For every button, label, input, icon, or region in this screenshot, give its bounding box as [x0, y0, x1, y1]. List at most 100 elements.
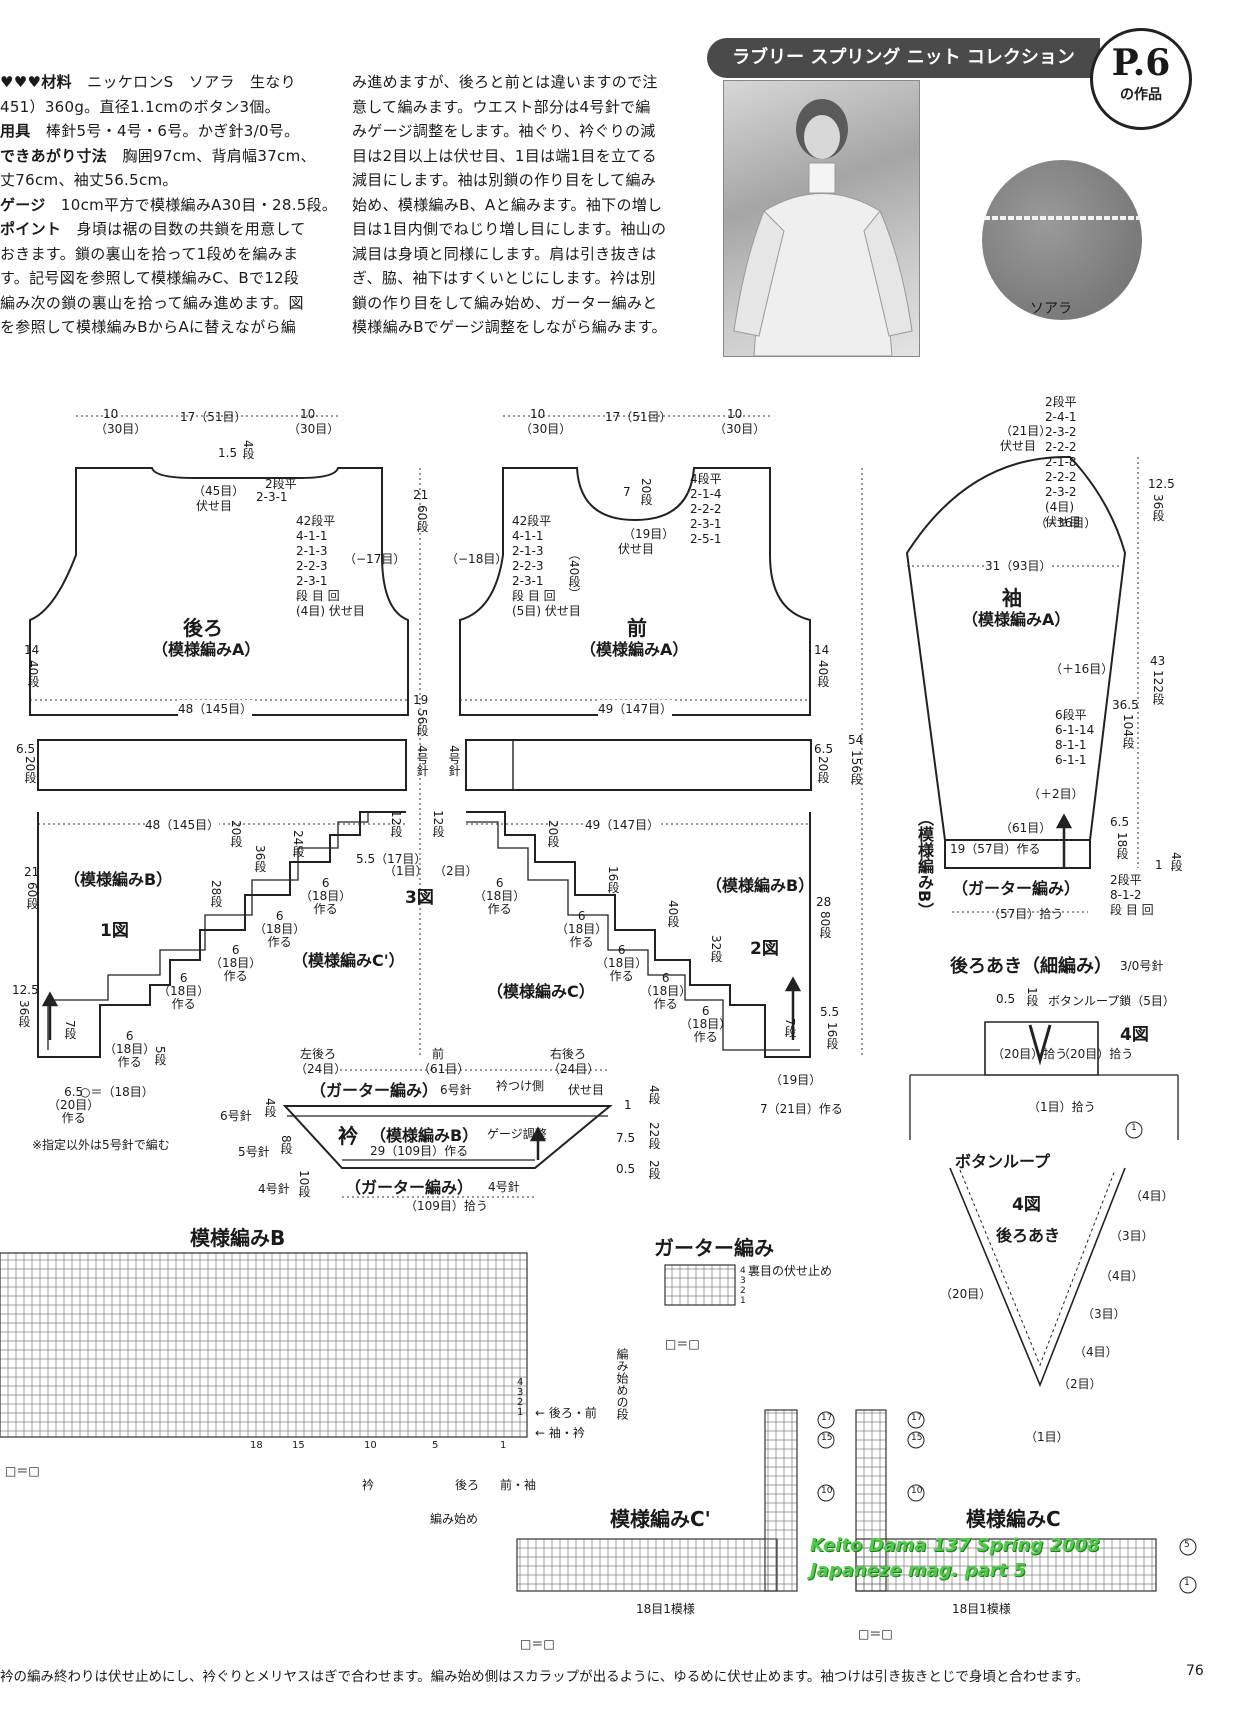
back-top-mid: 17（51目） — [180, 410, 247, 424]
sleeve-cuff-pattern: （ガーター編み） — [952, 879, 1081, 898]
button-loop-left: （20目） — [940, 1287, 992, 1301]
back-opening-title: 後ろあき（細編み） — [950, 956, 1112, 977]
front-hem-outline — [466, 811, 811, 1058]
intro-col1: ♥♥♥材料 ニッケロンS ソアラ 生なり 451）360g。直径1.1cmのボタ… — [0, 73, 338, 336]
fig3-label: 3図 — [405, 888, 434, 908]
front-hem-r7: 7段 — [783, 1018, 797, 1038]
back-opening-fig: 4図 — [1120, 1025, 1149, 1045]
front-top-right: 10 — [727, 407, 743, 421]
back-neck-depth: 1.5 — [218, 446, 238, 460]
front-hem-start: （19目） — [770, 1073, 822, 1087]
hem-note: ※指定以外は5号針で編む — [32, 1138, 170, 1152]
back-opening-top-rows: 1段 — [1025, 987, 1039, 1007]
back-hem-r12: 12段 — [389, 810, 403, 838]
back-step-d: 6（18目）作る — [254, 909, 306, 949]
collar-h75-rows: 22段 — [647, 1122, 661, 1150]
front-hem-r40: 40段 — [666, 900, 680, 928]
pattern-c-marker-10: 10 — [911, 1486, 923, 1496]
front-top-left: 10 — [530, 407, 546, 421]
sleeve-body-h: 36.5 — [1112, 698, 1139, 712]
pattern-c-marker-1: 1 — [1184, 1578, 1190, 1588]
collar-n5: 5号針 — [238, 1145, 270, 1159]
sleeve-cuff-pick: （57目）拾う — [988, 907, 1064, 921]
back-body-outline — [29, 467, 409, 716]
collar-h1-rows: 4段 — [647, 1085, 661, 1105]
pattern-c-legend: □＝□ — [858, 1627, 893, 1641]
front-waist-h: 6.5 — [814, 742, 834, 756]
hem-left-12: 12.5 — [12, 983, 39, 997]
page-ref-badge: P.6 の作品 — [1090, 28, 1192, 130]
pattern-c1-title: 模様編みC' — [610, 1507, 711, 1531]
front-step-d: 6（18目）作る — [640, 971, 692, 1011]
yarn-strand — [984, 216, 1140, 220]
back-hem-r36: 36段 — [253, 845, 267, 873]
pattern-c1-repeat: 18目1模様 — [636, 1602, 695, 1616]
button-loop-count-4: （3目） — [1082, 1307, 1126, 1321]
back-opening-left: （20目）拾う — [992, 1047, 1068, 1061]
model-silhouette — [733, 99, 913, 356]
pattern-c-marker-17: 17 — [911, 1413, 923, 1423]
button-loop-fig: 4図 — [1012, 1195, 1041, 1215]
pattern-b-bottom-collar: 衿 — [362, 1478, 375, 1492]
collar-h05: 0.5 — [616, 1162, 636, 1176]
sleeve-title: 袖 — [1002, 586, 1022, 610]
button-loop-marker: 1 — [1131, 1123, 1137, 1133]
back-top-left: 10 — [103, 407, 119, 421]
sleeve-cuff-make: 19（57目）作る — [950, 842, 1041, 856]
back-side-h: 14 — [24, 643, 40, 657]
front-side-rows: 40段 — [816, 660, 830, 688]
front-neck-bind-label: 伏せ目 — [618, 542, 655, 556]
pattern-b-col-15: 15 — [292, 1440, 305, 1451]
garter-title: ガーター編み — [654, 1236, 774, 1260]
back-opening-top: 0.5 — [996, 992, 1016, 1006]
back-hem-pattern-b: （模様編みB） — [64, 870, 173, 889]
back-neck-bind-label: 伏せ目 — [196, 499, 233, 513]
front-top-mid: 17（51目） — [605, 410, 672, 424]
front-waist-needle: 4号針 — [447, 745, 461, 777]
pattern-b-bottom-back: 後ろ — [455, 1478, 480, 1492]
collar-front: 前 — [432, 1047, 445, 1061]
pattern-b-col-18: 18 — [250, 1440, 263, 1451]
back-step-b: 6（18目）作る — [158, 971, 210, 1011]
front-neck-bind: （19目） — [623, 527, 675, 541]
back-hem-r7: 7段 — [63, 1020, 77, 1040]
yarn-label: ソアラ — [1030, 301, 1072, 317]
back-waist-band — [37, 739, 407, 791]
button-loop-count-6: （2目） — [1058, 1377, 1102, 1391]
front-step-e: 6（18目）作る — [680, 1004, 732, 1044]
front-width: 49（147目） — [598, 700, 673, 717]
front-hem-r32: 32段 — [709, 935, 723, 963]
front-neck-depth: 7 — [623, 485, 631, 499]
front-hem-e2: （2目） — [434, 864, 478, 878]
sleeve-len: 43 — [1150, 654, 1166, 668]
back-hem-e1: （1目） — [384, 864, 428, 878]
yarn-swatch — [982, 160, 1142, 320]
front-side-h: 14 — [814, 643, 830, 657]
pattern-b-label-2: ← 袖・衿 — [535, 1426, 585, 1440]
pattern-b-bottom-front: 前・袖 — [500, 1478, 537, 1492]
pattern-b-chart — [0, 1252, 528, 1438]
sleeve-bottom-rows: 4段 — [1169, 852, 1183, 872]
back-hem-inner — [47, 812, 369, 1050]
sleeve-cuff-h: 6.5 — [1110, 815, 1130, 829]
pattern-b-col-5: 5 — [432, 1440, 439, 1451]
button-loop-count-5: （4目） — [1074, 1345, 1118, 1359]
back-neck-bind: （45目） — [193, 484, 245, 498]
pattern-c1-column — [764, 1409, 798, 1592]
button-loop-count-1: （4目） — [1130, 1189, 1174, 1203]
back-hem-outline — [37, 811, 406, 1058]
button-loop-title: ボタンループ — [955, 1152, 1051, 1171]
back-waist-total: 19 — [413, 693, 429, 707]
front-step-a: 6（18目）作る — [474, 876, 526, 916]
front-body-outline — [459, 467, 811, 716]
collar-right-back: 右後ろ — [550, 1047, 587, 1061]
pattern-b-col-10: 10 — [364, 1440, 377, 1451]
back-hem-start: 6.5（20目）作る — [48, 1085, 100, 1125]
sleeve-body-rows: 104段 — [1121, 714, 1135, 749]
watermark: Keito Dama 137 Spring 2008 Japaneze mag.… — [810, 1535, 1100, 1581]
pattern-c-title: 模様編みC — [966, 1507, 1061, 1531]
